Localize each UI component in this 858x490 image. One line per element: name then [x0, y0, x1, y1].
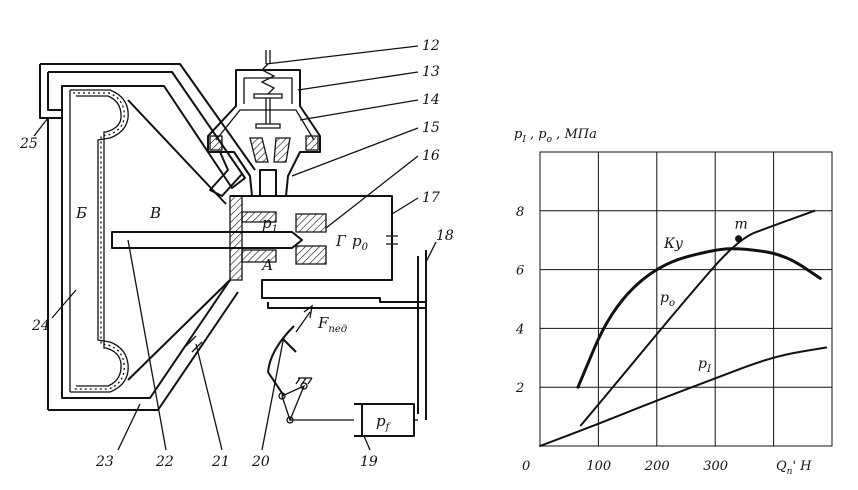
- series-line-3: [539, 346, 828, 447]
- label-p0: p0: [352, 232, 369, 253]
- series-label-3: pI: [698, 356, 712, 375]
- callout-25: 25: [19, 136, 38, 152]
- callout-23: 23: [95, 454, 114, 470]
- valve-housing: [207, 50, 321, 197]
- chart-ticks: 100 200 300 2 4 6 8: [515, 205, 728, 474]
- y-tick-label: 8: [516, 205, 524, 220]
- label-p1: p1: [262, 214, 278, 235]
- label-f-ped: Fпед: [317, 314, 347, 335]
- cylinder-block: [111, 195, 427, 420]
- callout-19: 19: [360, 454, 378, 470]
- callout-18: 18: [436, 228, 454, 244]
- chart-grid: [539, 151, 833, 447]
- point-m: [735, 235, 743, 243]
- outer-channel: [39, 63, 256, 411]
- chart-xlabel: Qn' Н: [776, 459, 812, 477]
- zone-v: В: [149, 204, 161, 222]
- pressure-chart: Ку po pI m 100 200 300 2 4 6 8 pI , po , МПа Qn' …: [514, 127, 833, 477]
- series-line-2: [579, 209, 816, 427]
- chart-series: Ку po pI m: [539, 209, 828, 447]
- callout-16: 16: [422, 148, 440, 164]
- chart-ylabel: pI , po , МПа: [514, 127, 597, 145]
- booster-diagram: 12 13 14 15 16 17 18 19 20 21 22 23 24 2…: [19, 38, 454, 470]
- callout-12: 12: [422, 38, 440, 54]
- y-tick-label: 6: [516, 264, 524, 279]
- series-label-2: po: [660, 290, 675, 309]
- zone-a: А: [261, 256, 273, 274]
- callout-13: 13: [422, 64, 440, 80]
- callout-20: 20: [251, 454, 270, 470]
- zone-b: Б: [75, 204, 87, 222]
- zone-labels: Б В Г А p1 p0 pf Fпед: [75, 204, 392, 433]
- leader-lines: [33, 45, 437, 451]
- callout-labels: 12 13 14 15 16 17 18 19 20 21 22 23 24 2…: [19, 38, 454, 470]
- series-label-1: Ку: [663, 236, 684, 252]
- chamber-v: [127, 99, 231, 381]
- zone-g: Г: [335, 232, 347, 250]
- diaphragm-24: [69, 89, 129, 393]
- x-tick-label: 200: [644, 459, 670, 474]
- label-pf: pf: [376, 412, 392, 433]
- callout-21: 21: [211, 454, 230, 470]
- x-tick-label: 100: [586, 459, 611, 474]
- callout-17: 17: [422, 190, 440, 206]
- y-tick-label: 4: [515, 322, 524, 337]
- callout-14: 14: [422, 92, 440, 108]
- chart-origin-label: 0: [522, 459, 530, 474]
- series-line-1: [576, 247, 822, 389]
- callout-15: 15: [422, 120, 440, 136]
- plot-frame: [539, 151, 833, 447]
- y-tick-label: 2: [515, 381, 524, 396]
- callout-24: 24: [31, 318, 50, 334]
- pedal-linkage: [267, 304, 418, 437]
- x-tick-label: 300: [703, 459, 728, 474]
- callout-22: 22: [155, 454, 174, 470]
- point-m-label: m: [735, 217, 748, 233]
